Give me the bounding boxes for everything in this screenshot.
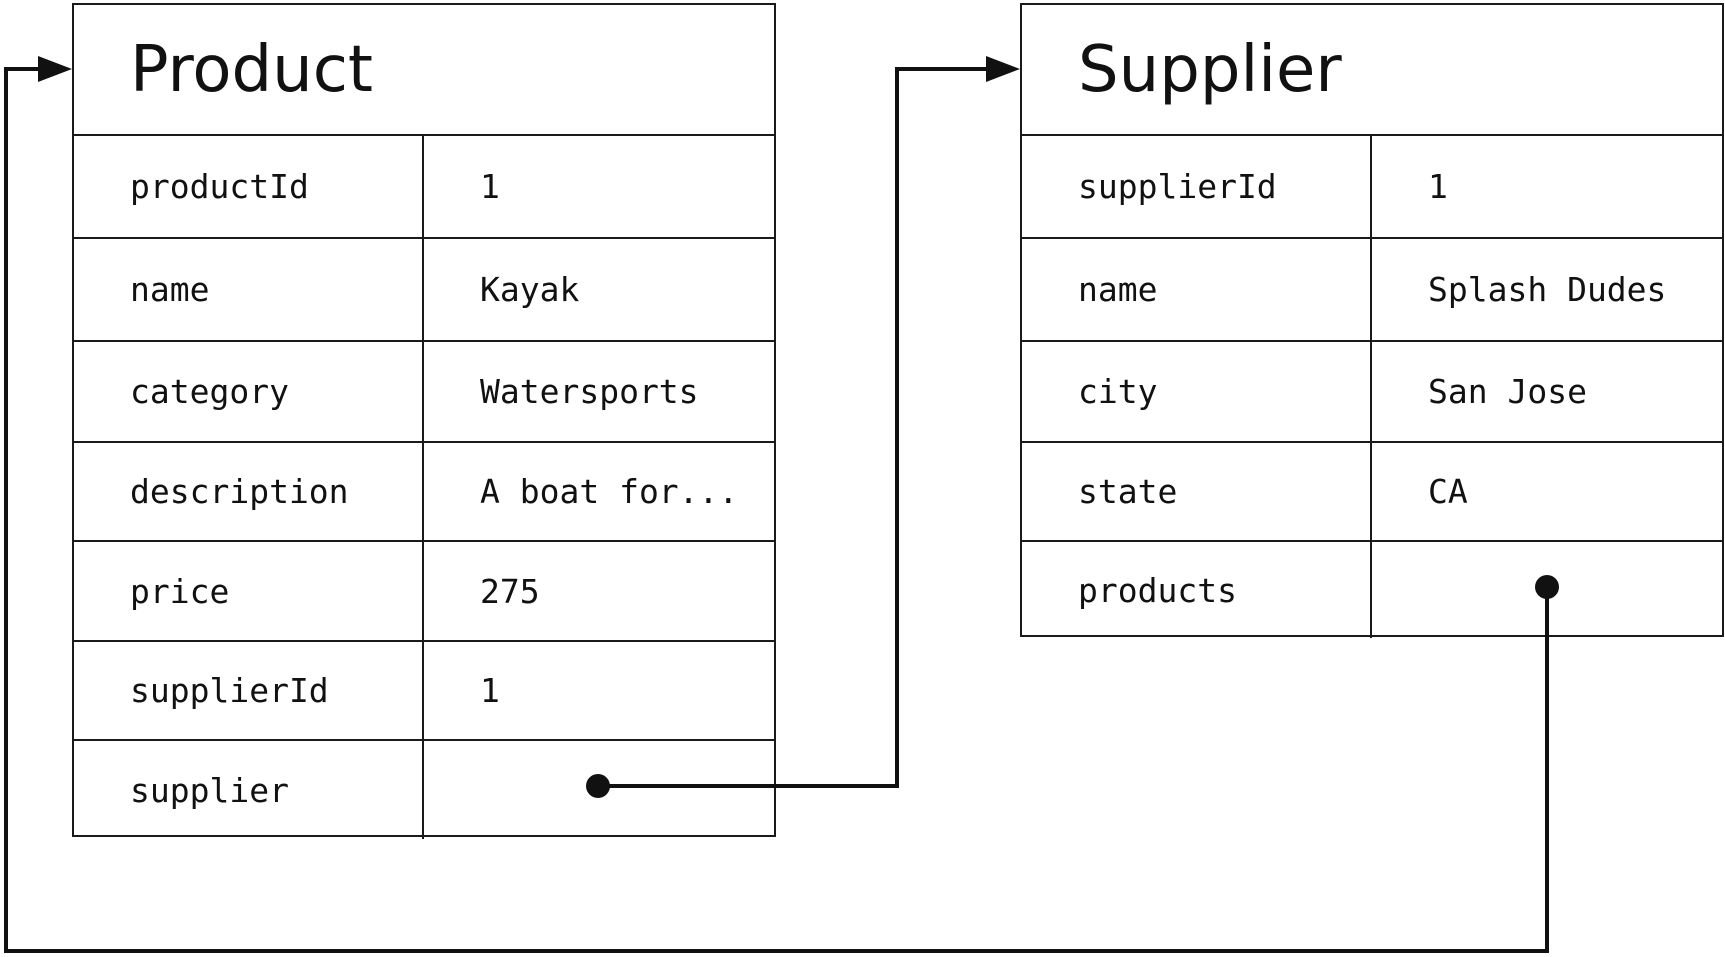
- product-title: Product: [74, 5, 774, 136]
- supplier-key-products: products: [1022, 542, 1372, 638]
- product-row-supplierid: supplierId 1: [74, 642, 774, 741]
- product-key-supplier: supplier: [74, 741, 424, 839]
- supplier-value-state: CA: [1428, 472, 1468, 511]
- product-key-name: name: [74, 239, 424, 340]
- product-value-supplierid: 1: [480, 671, 500, 710]
- product-key-category: category: [74, 342, 424, 441]
- product-row-productid: productId 1: [74, 136, 774, 239]
- supplier-value-name: Splash Dudes: [1428, 270, 1667, 309]
- link-path-product-supplier: [598, 67, 1008, 788]
- product-value-price: 275: [480, 571, 540, 611]
- link-supplier-products-to-product: [4, 56, 1559, 953]
- supplier-value-supplierid: 1: [1428, 167, 1448, 206]
- product-key-productid: productId: [74, 136, 424, 237]
- supplier-row-city: city San Jose: [1022, 342, 1722, 443]
- link-product-supplier-to-supplier: [586, 56, 1020, 798]
- product-key-supplierid: supplierId: [74, 642, 424, 739]
- supplier-row-state: state CA: [1022, 443, 1722, 542]
- product-row-supplier: supplier: [74, 741, 774, 839]
- supplier-row-products: products: [1022, 542, 1722, 638]
- product-row-category: category Watersports: [74, 342, 774, 443]
- supplier-row-name: name Splash Dudes: [1022, 239, 1722, 342]
- supplier-key-city: city: [1022, 342, 1372, 441]
- supplier-entity: Supplier supplierId 1 name Splash Dudes …: [1020, 3, 1724, 638]
- product-row-price: price 275: [74, 542, 774, 642]
- product-value-description: A boat for...: [480, 472, 739, 511]
- product-entity: Product productId 1 name Kayak category …: [72, 3, 776, 839]
- supplier-row-supplierid: supplierId 1: [1022, 136, 1722, 239]
- arrowhead-supplier: [986, 56, 1020, 82]
- supplier-key-name: name: [1022, 239, 1372, 340]
- product-value-category: Watersports: [480, 372, 699, 411]
- product-key-description: description: [74, 443, 424, 540]
- supplier-key-state: state: [1022, 443, 1372, 540]
- arrowhead-product: [38, 56, 72, 82]
- product-row-description: description A boat for...: [74, 443, 774, 542]
- supplier-value-city: San Jose: [1428, 372, 1587, 411]
- supplier-title: Supplier: [1022, 5, 1722, 136]
- product-value-name: Kayak: [480, 270, 580, 309]
- supplier-key-supplierid: supplierId: [1022, 136, 1372, 237]
- product-row-name: name Kayak: [74, 239, 774, 342]
- link-path-supplier-products: [4, 67, 1549, 953]
- product-value-productid: 1: [480, 167, 500, 206]
- product-key-price: price: [74, 542, 424, 640]
